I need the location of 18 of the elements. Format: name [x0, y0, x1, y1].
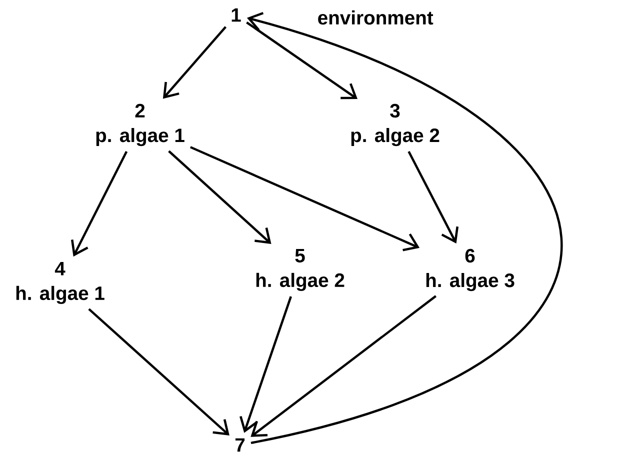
arrow	[162, 26, 227, 99]
node-label: 5 h. algae 2	[256, 249, 344, 292]
node-label: 3 p. algae 2	[351, 104, 440, 146]
node-label: 1	[232, 8, 241, 22]
arrow	[168, 150, 272, 244]
arrow	[246, 21, 358, 100]
node-label: 4 h. algae 1	[16, 262, 104, 304]
side-label: environment	[318, 10, 434, 25]
arrow	[190, 146, 420, 252]
arrow	[250, 295, 437, 437]
node-label: 7	[235, 438, 245, 452]
arrow	[88, 308, 230, 436]
arrow	[240, 296, 292, 433]
node-label: 6 h. algae 3	[426, 248, 514, 292]
arrow	[246, 12, 562, 444]
node-label: 2 p. algae 1	[96, 104, 184, 146]
arrow	[70, 151, 128, 257]
arrow	[408, 151, 459, 244]
